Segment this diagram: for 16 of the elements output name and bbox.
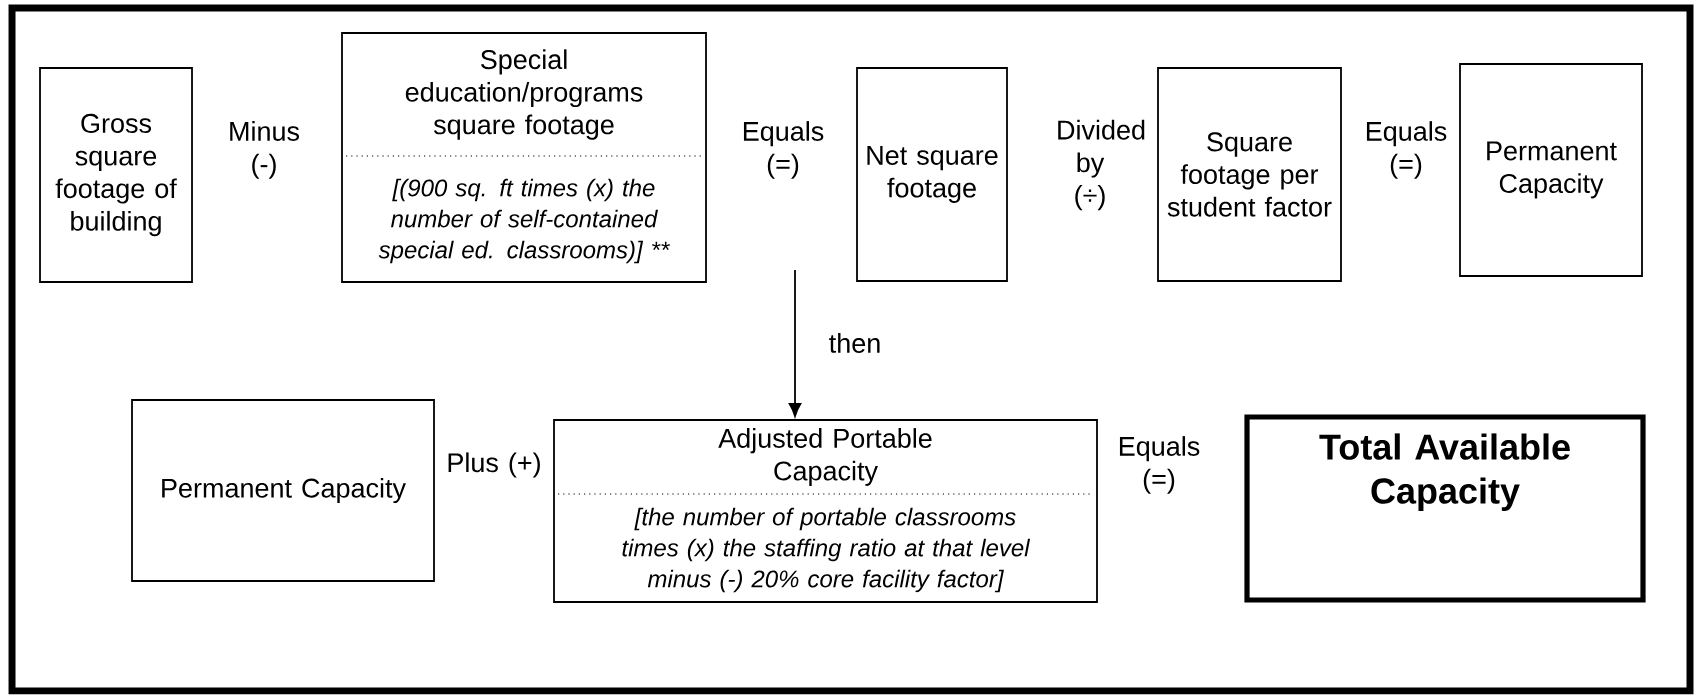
process-box: Net square footage	[856, 67, 1008, 282]
edge-label: then	[826, 331, 884, 355]
process-box: Permanent Capacity	[1459, 63, 1643, 277]
process-box: Square footage per student factor	[1157, 67, 1342, 282]
arrow	[788, 269, 802, 417]
formula-box: Special education/programs square footage [(900 sq. ft times (x) the number of self-contained special ed. classrooms)] **	[341, 32, 707, 283]
operator-label: Divided by (÷)	[1058, 119, 1145, 211]
operator-label: Equals (=)	[743, 121, 824, 179]
operator-label: Equals (=)	[1366, 121, 1447, 179]
result-box: Total Available Capacity	[1244, 414, 1646, 603]
operator-label: Minus (-)	[230, 121, 299, 179]
operator-label: Equals (=)	[1119, 436, 1200, 494]
process-box: Permanent Capacity	[131, 399, 435, 582]
process-box: Gross square footage of building	[39, 67, 193, 283]
formula-box: Adjusted Portable Capacity [the number of portable classrooms times (x) the staffing ratio at that level minus (-) 20% core facility factor]	[553, 419, 1098, 603]
operator-label: Plus (+)	[448, 452, 540, 478]
